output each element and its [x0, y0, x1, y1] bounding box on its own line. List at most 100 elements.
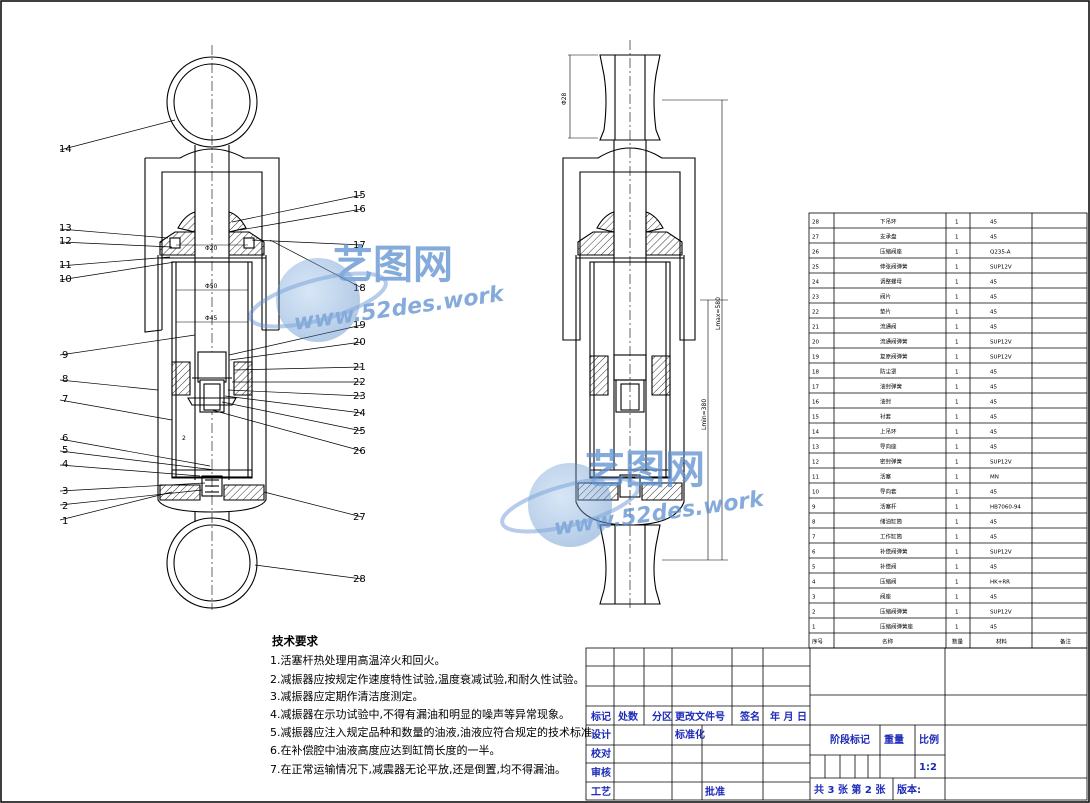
title-block	[585, 647, 1088, 801]
bom-no: 21	[812, 325, 819, 331]
bom-no: 11	[812, 475, 819, 481]
bom-material: SUP12V	[990, 265, 1012, 271]
bom-no: 1	[812, 625, 816, 631]
bom-name: 导向座	[880, 443, 897, 451]
bom-qty: 1	[955, 310, 959, 316]
lower-eye-ring	[166, 517, 258, 609]
bom-name: 下吊环	[880, 219, 897, 226]
dim-d20: Φ20	[205, 245, 218, 252]
tb-mark: 标记	[590, 710, 611, 723]
requirement-3: 3.减振器应定期作清洁度测定。	[270, 689, 424, 703]
balloon-20: 20	[353, 337, 366, 348]
bom-name: 活塞	[880, 473, 892, 481]
bom-no: 16	[812, 400, 819, 406]
bom-name: 油封弹簧	[880, 383, 903, 391]
bom-material: 45	[990, 595, 997, 601]
bom-name: 复原阀弹簧	[880, 353, 908, 361]
balloon-13: 13	[59, 223, 72, 234]
bom-name: 导向套	[880, 488, 897, 496]
bom-qty: 1	[955, 415, 959, 421]
bom-qty: 1	[955, 325, 959, 331]
bom-material: SUP12V	[990, 355, 1012, 361]
bom-qty: 1	[955, 445, 959, 451]
bom-no: 7	[812, 535, 816, 541]
bom-material: 45	[990, 280, 997, 286]
bom-qty: 1	[955, 535, 959, 541]
bom-material: 45	[990, 385, 997, 391]
bom-no: 23	[812, 295, 819, 301]
bom-material: 45	[990, 310, 997, 316]
requirement-1: 1.活塞杆热处理用高温淬火和回火。	[270, 653, 446, 667]
bom-qty: 1	[955, 505, 959, 511]
bom-qty: 1	[955, 220, 959, 226]
bom-no: 4	[812, 580, 816, 586]
bom-no: 19	[812, 355, 819, 361]
svg-text:艺图网: 艺图网	[333, 242, 453, 288]
bom-material: HK+RR	[990, 580, 1010, 586]
bom-no: 13	[812, 445, 819, 451]
balloon-labels: 1 2 3 4 5 6 7 8 9 10 11 12 13 14 15 16 1…	[59, 144, 366, 585]
bom-name: 补偿阀弹簧	[880, 548, 908, 556]
dim-lmax: Lmax=580	[715, 297, 722, 330]
balloon-28: 28	[353, 574, 366, 585]
bom-qty: 1	[955, 595, 959, 601]
bom-qty: 1	[955, 460, 959, 466]
lower-eye-side	[599, 524, 661, 605]
balloon-10: 10	[59, 274, 72, 285]
upper-eye-ring	[166, 56, 258, 148]
balloon-3: 3	[62, 486, 68, 497]
balloon-15: 15	[353, 190, 366, 201]
bom-qty: 1	[955, 280, 959, 286]
tb-std: 标准化	[674, 728, 705, 741]
tb-scale: 1:2	[919, 762, 937, 773]
requirements-title: 技术要求	[272, 634, 318, 648]
technical-requirements: 技术要求 1.活塞杆热处理用高温淬火和回火。 2.减振器应按规定作速度特性试验,…	[270, 634, 603, 776]
bom-qty: 1	[955, 340, 959, 346]
bom-name: 衬套	[880, 413, 892, 421]
requirement-2: 2.减振器应按规定作速度特性试验,温度衰减试验,和耐久性试验。	[270, 672, 585, 686]
bom-material: 45	[990, 370, 997, 376]
bom-no: 6	[812, 550, 816, 556]
bom-header: 数量	[952, 638, 964, 646]
bom-material: 45	[990, 520, 997, 526]
balloon-4: 4	[62, 459, 68, 470]
bom-material: 45	[990, 220, 997, 226]
dim-d45: Φ45	[205, 315, 218, 322]
bom-material: 45	[990, 490, 997, 496]
bom-qty: 1	[955, 475, 959, 481]
bom-no: 9	[812, 505, 816, 511]
bom-no: 15	[812, 415, 819, 421]
dust-cover	[144, 148, 280, 333]
balloon-23: 23	[353, 391, 366, 402]
tb-scale-label: 比例	[919, 733, 939, 746]
bom-material: SUP12V	[990, 610, 1012, 616]
bom-name: 垫片	[880, 308, 891, 316]
bom-no: 25	[812, 265, 819, 271]
bom-name: 流通阀	[880, 323, 897, 331]
bom-qty: 1	[955, 520, 959, 526]
bom-no: 22	[812, 310, 819, 316]
leader-lines	[59, 119, 363, 580]
bom-no: 18	[812, 370, 819, 376]
bom-name: 储油缸筒	[880, 518, 903, 526]
bom-name: 密封弹簧	[880, 458, 903, 466]
tb-date: 年 月 日	[770, 710, 807, 723]
tb-weight: 重量	[884, 733, 904, 746]
bom-no: 28	[812, 220, 819, 226]
bom-material: Q235-A	[990, 250, 1011, 256]
bom-name: 流通阀弹簧	[880, 338, 908, 346]
balloon-16: 16	[353, 204, 366, 215]
bom-qty: 1	[955, 295, 959, 301]
bom-name: 伸张阀弹簧	[880, 263, 908, 271]
balloon-24: 24	[353, 408, 366, 419]
left-section-view	[144, 45, 280, 610]
tb-stage: 阶段标记	[830, 733, 870, 746]
tb-sheets: 共 3 张 第 2 张	[814, 783, 886, 796]
bom-no: 10	[812, 490, 819, 496]
balloon-5: 5	[62, 445, 68, 456]
piston	[171, 361, 191, 396]
balloon-27: 27	[353, 512, 366, 523]
bom-qty: 1	[955, 250, 959, 256]
balloon-18: 18	[353, 283, 366, 294]
